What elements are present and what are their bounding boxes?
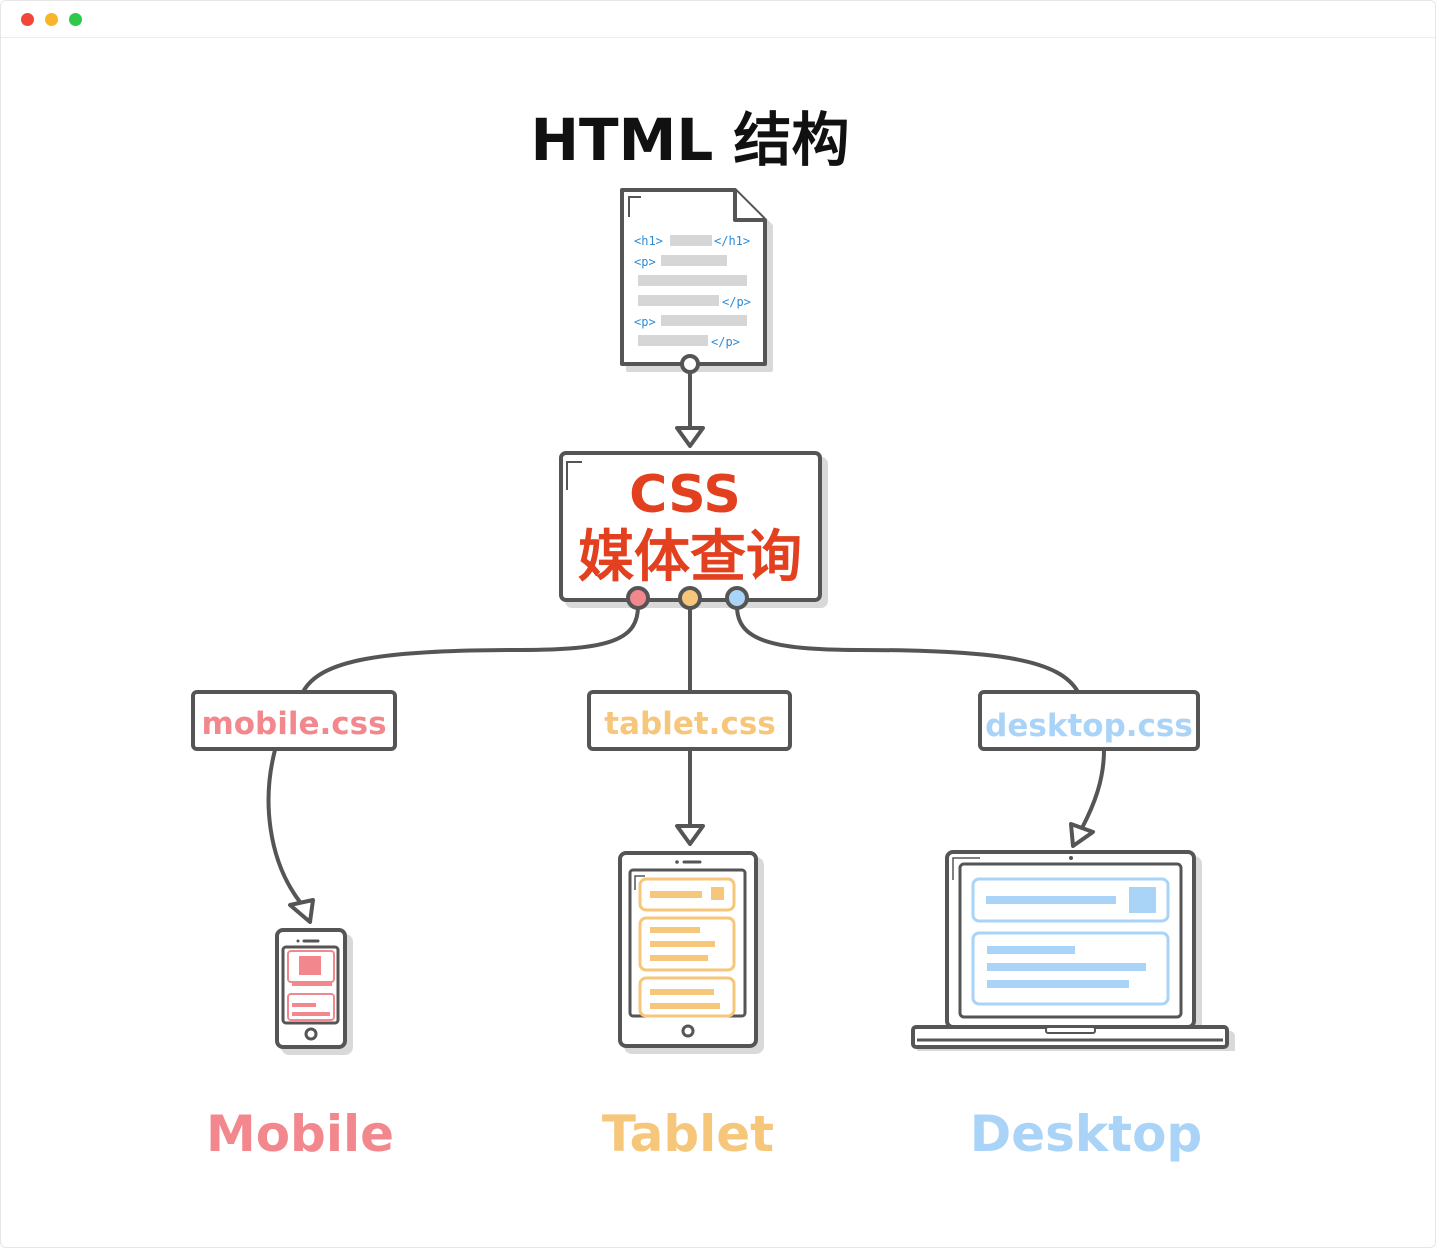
mobile-phone-icon: [275, 928, 347, 1049]
laptop-icon: [911, 850, 1229, 1049]
desktop-label: Desktop: [970, 1105, 1202, 1163]
code-close-tag: </p>: [722, 295, 751, 309]
code-open-tag: <h1>: [634, 234, 663, 248]
mobile-connector-dot: [626, 586, 650, 610]
window-minimize-button[interactable]: [45, 13, 58, 26]
connector-css-to-files: [301, 605, 1080, 694]
tablet-css-label: tablet.css: [604, 706, 775, 742]
window-close-button[interactable]: [21, 13, 34, 26]
diagram-title: HTML 结构: [531, 106, 850, 174]
css-label: CSS: [629, 465, 741, 525]
desktop-css-label: desktop.css: [985, 708, 1193, 744]
desktop-css-file: desktop.css: [978, 690, 1200, 751]
window-maximize-button[interactable]: [69, 13, 82, 26]
window-titlebar: [1, 1, 1435, 38]
mobile-css-label: mobile.css: [201, 706, 386, 742]
arrowhead-desktop: [1069, 822, 1095, 848]
connector-html-to-css: [675, 354, 705, 448]
code-close-tag: </h1>: [714, 234, 750, 248]
tablet-connector-dot: [678, 586, 702, 610]
code-open-tag: <p>: [634, 255, 656, 269]
tablet-css-file: tablet.css: [587, 690, 792, 751]
media-query-label: 媒体查询: [578, 525, 802, 590]
tablet-label: Tablet: [602, 1105, 774, 1163]
arrowhead-tablet: [675, 824, 705, 846]
desktop-connector-dot: [725, 586, 749, 610]
mobile-label: Mobile: [206, 1105, 394, 1163]
connector-files-to-devices: [266, 749, 1106, 904]
tablet-icon: [618, 851, 758, 1048]
mobile-css-file: mobile.css: [191, 690, 397, 751]
arrowhead-mobile: [288, 898, 315, 924]
code-open-tag: <p>: [634, 315, 656, 329]
html-document-icon: <h1> </h1> <p> </p> <p> </p>: [620, 188, 767, 366]
code-close-tag: </p>: [711, 335, 740, 349]
css-media-query-box: CSS 媒体查询: [559, 451, 822, 602]
